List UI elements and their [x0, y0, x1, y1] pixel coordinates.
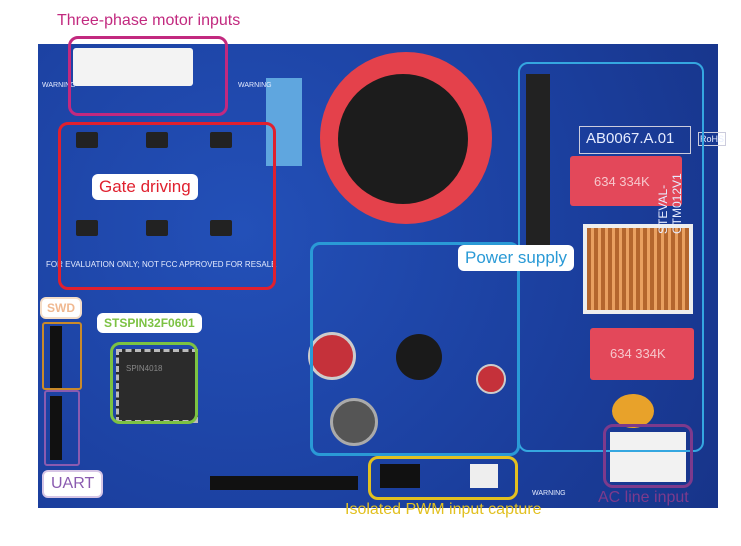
- mcu-label: STSPIN32F0601: [97, 313, 202, 333]
- electrolytic-capacitor: [330, 398, 378, 446]
- electrolytic-capacitor: [308, 332, 356, 380]
- motor-inputs-box: [68, 36, 228, 116]
- disclaimer-text: FOR EVALUATION ONLY; NOT FCC APPROVED FO…: [46, 260, 277, 269]
- x-capacitor-blue: [266, 78, 302, 166]
- pcb-board: FOR EVALUATION ONLY; NOT FCC APPROVED FO…: [38, 44, 727, 508]
- warning-label: WARNING: [42, 82, 76, 89]
- cap-top-value: 634 334K: [594, 174, 650, 189]
- mosfet: [76, 220, 98, 236]
- bridge-rectifier: [526, 74, 550, 264]
- ac-input-box: [603, 424, 693, 488]
- warning-label: WARNING: [238, 82, 272, 89]
- x-capacitor-top: [570, 156, 682, 206]
- power-supply-box: [310, 242, 520, 456]
- gate-driving-label: Gate driving: [92, 174, 198, 200]
- rohs-mark: RoHS: [698, 132, 727, 146]
- optocoupler: [380, 464, 420, 488]
- mosfet: [76, 132, 98, 148]
- pwm-capture-box: [368, 456, 518, 500]
- mosfet: [210, 132, 232, 148]
- uart-header: [50, 396, 62, 460]
- mosfet: [146, 220, 168, 236]
- swd-header: [50, 326, 62, 388]
- electrolytic-capacitor: [476, 364, 506, 394]
- cap-bottom-value: 634 334K: [610, 346, 666, 361]
- power-supply-label: Power supply: [458, 245, 575, 271]
- mosfet: [210, 220, 232, 236]
- common-mode-choke: [583, 224, 693, 314]
- gate-driving-box: [58, 122, 276, 290]
- chip-marking: SPIN4018: [126, 364, 163, 373]
- gpio-header: [210, 476, 358, 490]
- mcu-box: [110, 342, 198, 424]
- mosfet: [146, 132, 168, 148]
- warning-label: WARNING: [532, 490, 566, 497]
- inductor: [396, 334, 442, 380]
- uart-box: [44, 390, 80, 466]
- pwm-connector: [470, 464, 498, 488]
- motor-inputs-label: Three-phase motor inputs: [57, 12, 241, 29]
- ac-connector: [610, 432, 686, 482]
- capacitor-top: [338, 74, 468, 204]
- pwm-capture-label: Isolated PWM input capture: [345, 501, 542, 518]
- motor-connector: [73, 48, 193, 86]
- ac-input-label: AC line input: [598, 489, 689, 506]
- swd-box: [42, 322, 82, 390]
- board-code: AB0067.A.01: [586, 130, 675, 147]
- board-code-frame: [579, 126, 691, 154]
- x-capacitor-bottom: [590, 328, 694, 380]
- varistor: [612, 394, 654, 428]
- uart-label: UART: [42, 470, 104, 498]
- swd-label: SWD: [40, 297, 82, 319]
